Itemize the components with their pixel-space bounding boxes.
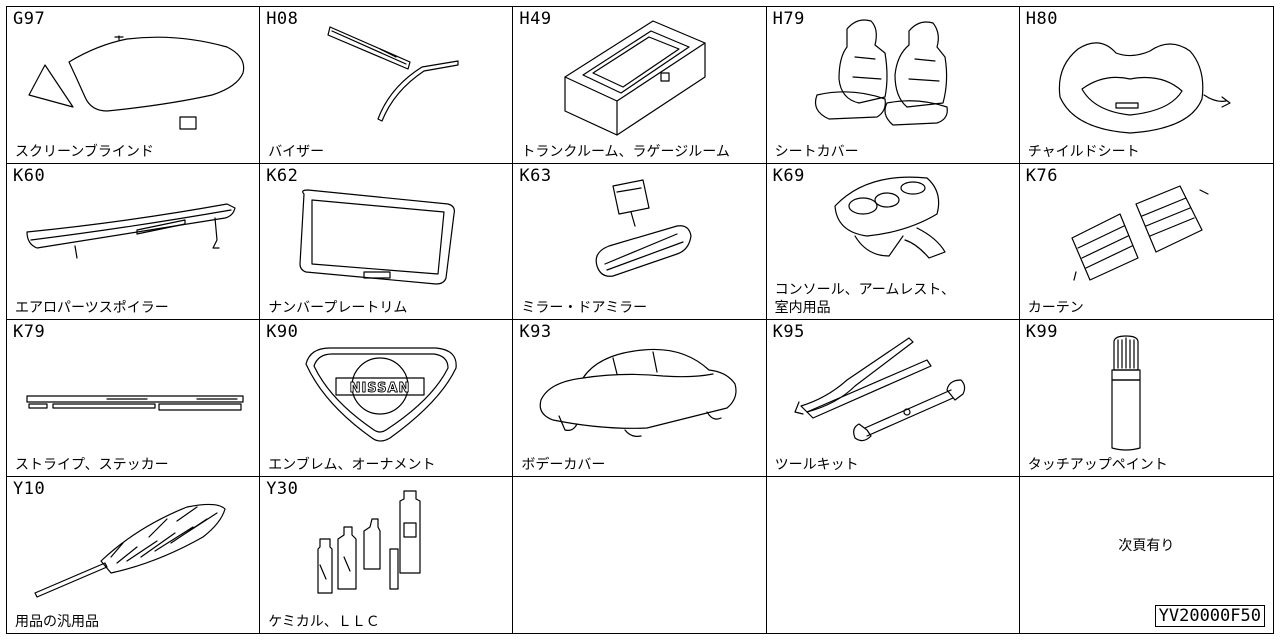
category-label: バイザー bbox=[268, 143, 325, 160]
category-cell-h49[interactable]: H49 トランクルーム、ラゲージルーム bbox=[513, 7, 767, 164]
category-code: K90 bbox=[266, 322, 299, 342]
body-cover-icon bbox=[540, 348, 737, 437]
category-label: シートカバー bbox=[774, 143, 859, 160]
category-code: K76 bbox=[1025, 165, 1059, 186]
category-label: スクリーンブラインド bbox=[15, 143, 154, 160]
category-cell-k93[interactable]: K93 ボデーカバー bbox=[513, 320, 767, 477]
empty-cell bbox=[767, 476, 1020, 633]
category-cell-k76[interactable]: K76 カーテン bbox=[1019, 164, 1273, 320]
mirror-icon bbox=[596, 178, 692, 277]
category-label: カーテン bbox=[1027, 300, 1084, 316]
spoiler-icon bbox=[26, 202, 236, 259]
empty-cell bbox=[513, 476, 767, 633]
category-code: G97 bbox=[13, 9, 46, 29]
category-label: コンソール、アームレスト、 室内用品 bbox=[774, 282, 956, 316]
touch-up-paint-icon bbox=[1111, 335, 1141, 451]
emblem-icon: NISSAN bbox=[305, 347, 457, 442]
category-code: K79 bbox=[13, 322, 46, 342]
category-label: ストライプ、ステッカー bbox=[15, 456, 169, 473]
category-cell-k79[interactable]: K79 ストライプ、ステッカー bbox=[7, 320, 261, 477]
category-cell-y10[interactable]: Y10 用品の汎用品 bbox=[7, 476, 261, 633]
category-label: 用品の汎用品 bbox=[15, 614, 99, 630]
category-label: エアロパーツスポイラー bbox=[15, 300, 169, 316]
category-label: トランクルーム、ラゲージルーム bbox=[521, 143, 730, 160]
plate-rim-icon bbox=[299, 188, 456, 285]
category-code: K69 bbox=[772, 165, 805, 186]
visor-icon bbox=[327, 26, 459, 122]
category-code: K62 bbox=[266, 165, 299, 186]
category-code: Y30 bbox=[266, 478, 299, 499]
chemical-bottles-icon bbox=[317, 489, 421, 594]
trunk-box-icon bbox=[564, 20, 706, 136]
category-cell-k62[interactable]: K62 ナンバープレートリム bbox=[260, 163, 514, 320]
next-page-cell[interactable]: 次頁有り YV20000F50 bbox=[1020, 477, 1273, 634]
category-code: K60 bbox=[13, 165, 46, 186]
stripe-icon bbox=[26, 395, 244, 411]
category-cell-k60[interactable]: K60 エアロパーツスポイラー bbox=[7, 163, 261, 320]
category-code: K99 bbox=[1025, 322, 1059, 342]
category-cell-k99[interactable]: K99 タッチアップペイント bbox=[1019, 320, 1273, 477]
category-label: ボデーカバー bbox=[521, 456, 606, 473]
category-label: ケミカル、ＬＬＣ bbox=[268, 614, 380, 630]
child-seat-icon bbox=[1058, 42, 1231, 134]
category-code: H08 bbox=[266, 9, 299, 29]
category-label: タッチアップペイント bbox=[1027, 456, 1168, 473]
category-label: ナンバープレートリム bbox=[268, 300, 408, 316]
category-cell-y30[interactable]: Y30 ケミカル、ＬＬＣ bbox=[260, 476, 514, 633]
emblem-text: NISSAN bbox=[350, 381, 411, 396]
category-cell-h80[interactable]: H80 チャイルドシート bbox=[1019, 7, 1273, 164]
parts-category-grid: G97 スクリーンブラインド H08 バイザー H49 トランクルー bbox=[6, 6, 1274, 634]
category-cell-h79[interactable]: H79 シートカバー bbox=[766, 7, 1020, 164]
category-cell-h08[interactable]: H08 バイザー bbox=[260, 7, 514, 164]
category-code: H79 bbox=[772, 9, 805, 29]
next-page-note: 次頁有り bbox=[1118, 537, 1175, 554]
category-cell-k63[interactable]: K63 ミラー・ドアミラー bbox=[513, 163, 767, 320]
category-label: ミラー・ドアミラー bbox=[521, 300, 648, 316]
category-code: H49 bbox=[519, 9, 552, 29]
curtain-icon bbox=[1071, 184, 1209, 281]
tool-kit-icon bbox=[793, 337, 965, 442]
windshield-shade-icon bbox=[28, 35, 245, 130]
console-icon bbox=[833, 176, 946, 259]
category-label: ツールキット bbox=[774, 456, 859, 473]
category-label: エンブレム、オーナメント bbox=[268, 456, 436, 473]
category-code: K63 bbox=[519, 165, 552, 186]
category-label: チャイルドシート bbox=[1027, 143, 1140, 160]
category-cell-g97[interactable]: G97 スクリーンブラインド bbox=[7, 7, 261, 164]
duster-icon bbox=[34, 503, 226, 598]
category-code: K95 bbox=[772, 322, 805, 342]
category-cell-k69[interactable]: K69 コンソール、アームレスト、 室内用品 bbox=[766, 163, 1020, 320]
seat-cover-icon bbox=[814, 19, 948, 126]
category-code: K93 bbox=[519, 322, 552, 342]
document-number: YV20000F50 bbox=[1154, 605, 1265, 627]
category-code: H80 bbox=[1025, 9, 1059, 29]
category-cell-k90[interactable]: K90 NISSAN エンブレム、オーナメント bbox=[260, 320, 514, 477]
category-cell-k95[interactable]: K95 ツールキット bbox=[766, 320, 1020, 477]
category-code: Y10 bbox=[13, 478, 46, 499]
